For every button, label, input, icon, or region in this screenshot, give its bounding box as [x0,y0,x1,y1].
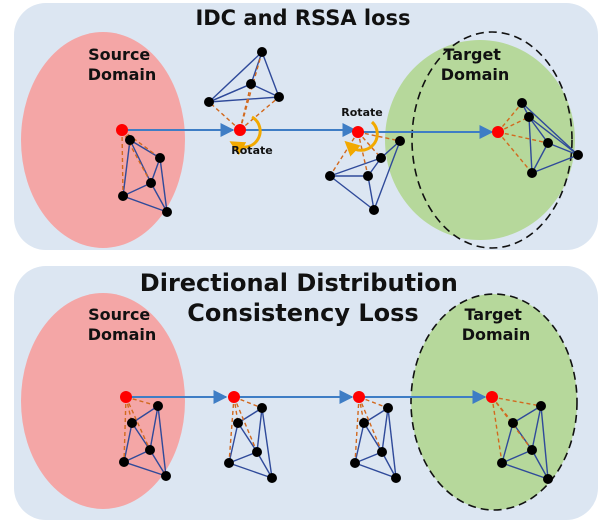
source-domain-region [21,293,185,509]
point-graph-rotated: Rotate [204,47,284,157]
graph-node [125,135,135,145]
rotate-arrow-icon [229,115,262,156]
graph-node [395,136,405,146]
source-domain-label: Source Domain [88,45,157,84]
graph-node [325,171,335,181]
graph-node [257,47,267,57]
panel-title: IDC and RSSA loss [195,6,410,30]
graph-node [508,418,518,428]
graph-node [252,447,262,457]
panel-idc-rssa: IDC and RSSA loss Source Domain Target D… [14,3,598,250]
rotate-label: Rotate [231,144,272,157]
anchor-node [486,391,498,403]
panel-directional-consistency: Directional Distribution Consistency Los… [14,266,598,520]
rotate-arrow-icon [344,120,379,157]
anchor-node [352,126,364,138]
source-domain-label: Source Domain [88,305,157,344]
graph-node [127,418,137,428]
graph-node [161,471,171,481]
graph-node [155,153,165,163]
graph-node [573,150,583,160]
point-graph-target [492,98,583,178]
graph-node [527,445,537,455]
graph-node [517,98,527,108]
target-domain-label: Target Domain [441,45,510,84]
graph-node [153,401,163,411]
graph-node [527,168,537,178]
point-graph-source [119,391,171,481]
panel-title: Directional Distribution Consistency Los… [140,269,466,327]
target-domain-label: Target Domain [462,305,531,344]
graph-node [363,171,373,181]
graph-node [536,401,546,411]
point-graph-source [116,124,172,217]
point-graph-intermediate [350,391,401,483]
anchor-node [492,126,504,138]
anchor-node [228,391,240,403]
point-graph-intermediate [224,391,277,483]
graph-node [497,458,507,468]
target-domain-boundary [411,31,573,249]
graph-node [233,418,243,428]
point-graph-target [486,391,553,484]
anchor-node [120,391,132,403]
graph-node [204,97,214,107]
graph-node [391,473,401,483]
graph-node [257,403,267,413]
target-domain-region [385,40,575,240]
graph-node [543,138,553,148]
graph-node [145,445,155,455]
graph-node [376,153,386,163]
anchor-node [116,124,128,136]
graph-node [118,191,128,201]
graph-node [350,458,360,468]
point-graph-rotated: Rotate [325,106,405,215]
graph-node [119,457,129,467]
anchor-node [353,391,365,403]
graph-node [274,92,284,102]
graph-node [359,418,369,428]
graph-node [162,207,172,217]
graph-node [246,79,256,89]
graph-node [377,447,387,457]
graph-node [543,474,553,484]
graph-node [524,112,534,122]
graph-node [267,473,277,483]
graph-node [383,403,393,413]
graph-node [146,178,156,188]
source-domain-region [21,32,185,248]
graph-node [369,205,379,215]
rotate-label: Rotate [341,106,382,119]
graph-node [224,458,234,468]
anchor-node [234,124,246,136]
